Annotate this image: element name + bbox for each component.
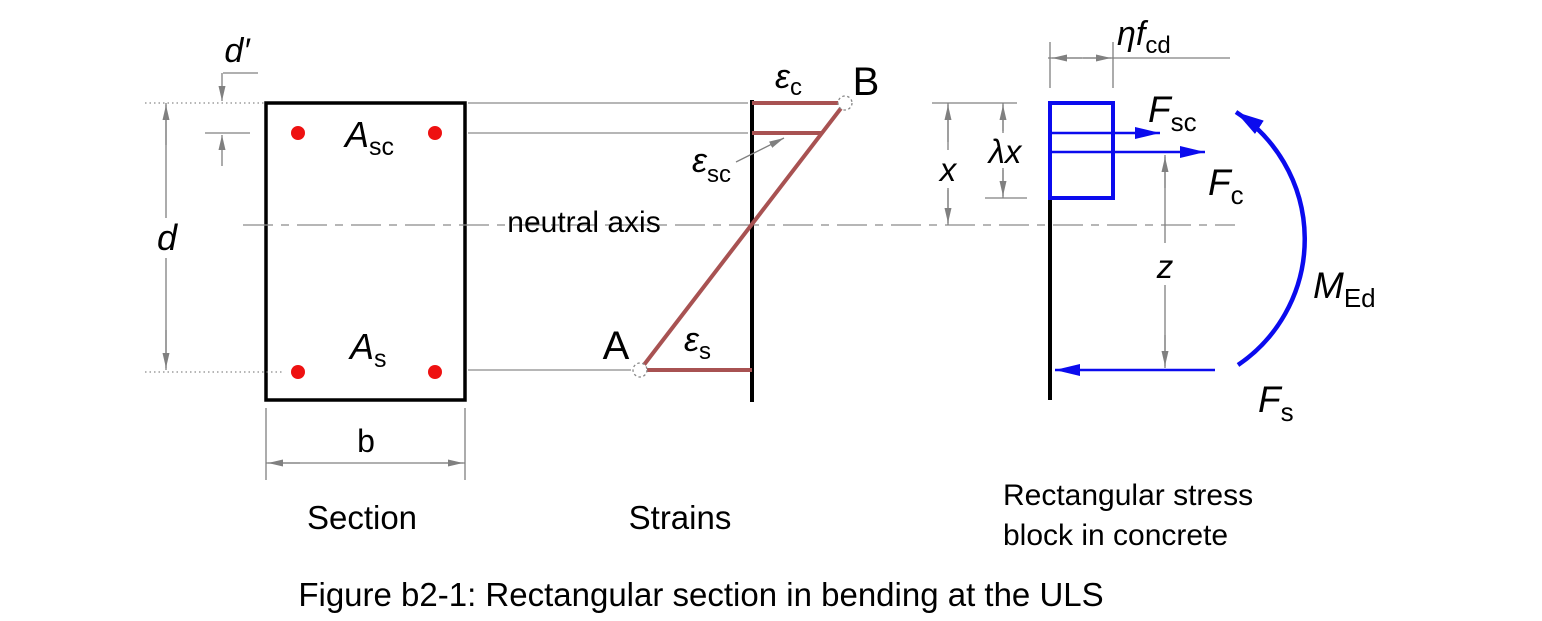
rebar-dot	[428, 365, 442, 379]
figure-caption: Figure b2-1: Rectangular section in bend…	[298, 576, 1103, 613]
section-title: Section	[307, 499, 417, 536]
section-outline	[264, 101, 467, 402]
section-group: Asc As d′ d b Section	[145, 32, 467, 536]
strains-title: Strains	[629, 499, 732, 536]
stress-block-rect	[1048, 101, 1115, 200]
force-fsc-label: Fsc	[1148, 89, 1197, 137]
moment-label: MEd	[1313, 265, 1376, 313]
dim-x-label: x	[938, 151, 958, 188]
rebar-dot	[291, 365, 305, 379]
top-steel-label: Asc	[343, 114, 394, 161]
point-b-label: B	[853, 60, 880, 104]
rebar-dot	[291, 126, 305, 140]
dim-b-label: b	[357, 423, 375, 459]
compression-strain-leader-arrow	[735, 137, 785, 163]
connector-lines	[468, 102, 748, 371]
stress-value-label: ηfcd	[1117, 15, 1171, 59]
tension-steel-strain-label: εs	[684, 321, 711, 365]
dim-lambda-x-label: λx	[987, 133, 1023, 170]
stress-block-title-line1: Rectangular stress	[1003, 479, 1253, 512]
stress-block-title-line2: block in concrete	[1003, 519, 1228, 552]
stress-block-group: ηfcd x λx Fsc Fc Fs z MEd	[932, 15, 1376, 552]
dim-z-label: z	[1156, 248, 1174, 285]
neutral-axis-label: neutral axis	[507, 206, 660, 239]
dim-d-prime-label: d′	[224, 32, 251, 70]
strains-group: B A εc εsc εs neutral axis Strains	[507, 58, 879, 536]
strain-diagonal-line	[638, 101, 847, 372]
compression-steel-strain-label: εsc	[692, 142, 731, 188]
concrete-strain-label: εc	[775, 58, 802, 101]
force-fs-label: Fs	[1258, 379, 1294, 427]
rebar-dot	[428, 126, 442, 140]
force-fc-label: Fc	[1208, 162, 1244, 210]
point-b-node	[837, 95, 853, 111]
bottom-steel-label: As	[348, 326, 387, 373]
dim-d-label: d	[157, 217, 178, 258]
moment-arc-arrow	[1234, 110, 1307, 367]
point-a-node	[632, 362, 648, 378]
point-a-label: A	[603, 324, 630, 368]
